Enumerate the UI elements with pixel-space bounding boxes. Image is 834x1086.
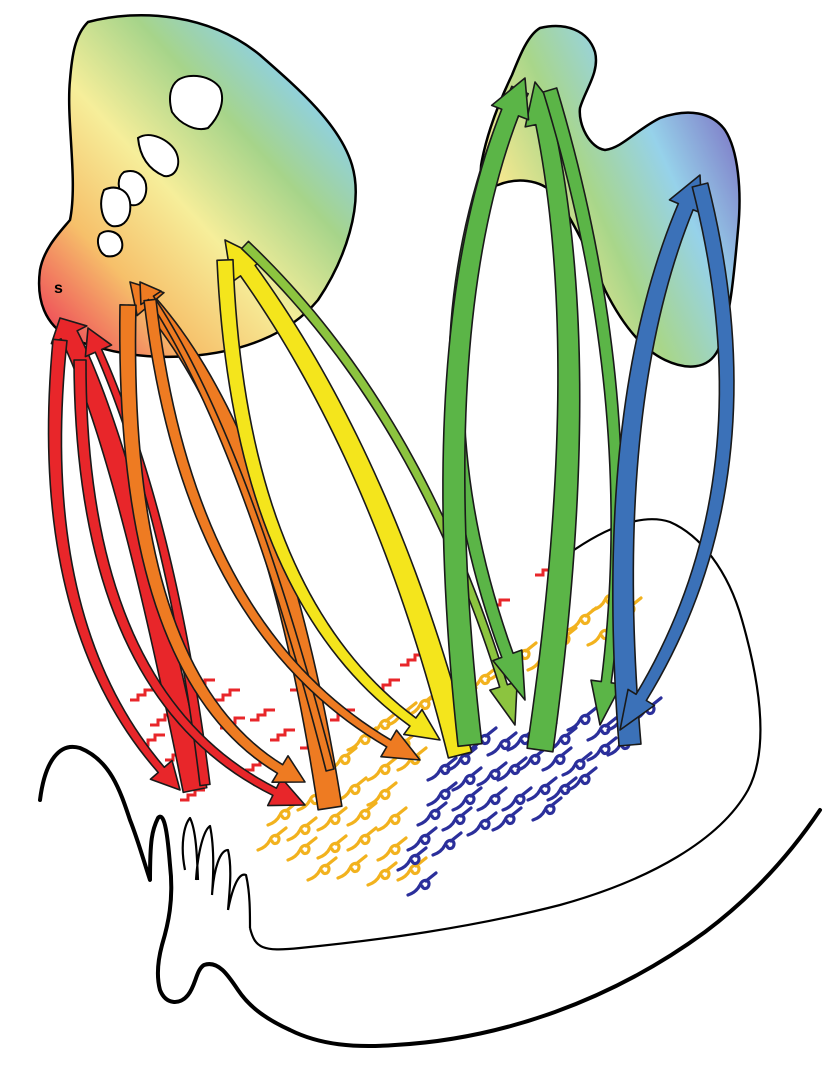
zigzag-symbol [250, 708, 275, 722]
orange-spiral-symbol [346, 801, 378, 827]
navy-spiral-symbol [586, 716, 618, 742]
nucleus-hole-1 [169, 74, 224, 130]
yellowgreen-arrow [240, 240, 518, 726]
navy-spiral-symbol [561, 751, 593, 777]
orange-spiral-symbol [336, 854, 368, 880]
pontine-region-outline [248, 518, 762, 951]
navy-spiral-symbol [501, 786, 533, 812]
zigzag-symbol [130, 688, 155, 702]
red-arrow-down-2 [73, 359, 306, 807]
orange-spiral-symbol [256, 826, 288, 852]
navy-spiral-symbol [466, 811, 498, 837]
orange-spiral-symbol [366, 781, 398, 807]
orange-spiral-symbol [366, 756, 398, 782]
orange-arrow-down [119, 304, 306, 783]
nucleus-hole-4 [100, 186, 132, 228]
yellow-arrow-down [216, 258, 441, 741]
navy-spiral-symbol [406, 826, 438, 852]
nucleus-label-s: s [54, 280, 63, 297]
orange-spiral-symbol [376, 836, 408, 862]
zigzag-symbol [215, 688, 240, 702]
orange-spiral-symbol [366, 861, 398, 887]
orange-spiral-symbol [266, 801, 298, 827]
zigzag-symbol [270, 728, 295, 742]
navy-spiral-symbol [416, 801, 448, 827]
orange-spiral-symbol [336, 776, 368, 802]
navy-spiral-symbol [546, 776, 578, 802]
brainstem-outline [38, 744, 822, 1049]
zigzag-symbol [400, 653, 425, 667]
green-arrow-down-2 [542, 87, 624, 726]
orange-spiral-symbol [286, 816, 318, 842]
navy-spiral-symbol [546, 726, 578, 752]
navy-spiral-symbol [526, 776, 558, 802]
green-arrow-up-1 [524, 81, 581, 753]
blue-arrow-up [612, 174, 703, 747]
orange-arrow-down-2 [143, 298, 421, 761]
navy-spiral-symbol [566, 766, 598, 792]
orange-spiral-symbol [346, 826, 378, 852]
orange-spiral-symbol [306, 856, 338, 882]
navy-spiral-symbol [541, 746, 573, 772]
orange-spiral-symbol [396, 856, 428, 882]
navy-spiral-symbol [426, 781, 458, 807]
nucleus-hole-2 [136, 134, 180, 178]
navy-spiral-symbol [491, 806, 523, 832]
navy-spiral-symbol [431, 831, 463, 857]
green-arrow-up-2 [442, 77, 530, 748]
navy-spiral-symbol [451, 766, 483, 792]
navy-spiral-symbol [396, 846, 428, 872]
orange-arrow-up-thin [139, 281, 335, 772]
navy-spiral-symbol [566, 706, 598, 732]
navy-spiral-symbol [406, 871, 438, 897]
navy-spiral-symbol [441, 806, 473, 832]
navy-spiral-symbol [531, 796, 563, 822]
orange-spiral-symbol [316, 806, 348, 832]
orange-spiral-symbol [376, 806, 408, 832]
navy-spiral-symbol [476, 786, 508, 812]
navy-spiral-symbol [486, 731, 518, 757]
orange-spiral-symbol [286, 836, 318, 862]
cerebellar-folia [181, 816, 252, 929]
blue-arrow-down [619, 182, 735, 731]
navy-spiral-symbol [466, 726, 498, 752]
navy-spiral-symbol [476, 761, 508, 787]
nucleus-hole-5 [97, 230, 124, 258]
navy-spiral-symbol [451, 786, 483, 812]
orange-spiral-symbol [566, 606, 598, 632]
navy-spiral-symbol [586, 736, 618, 762]
navy-spiral-symbol [426, 756, 458, 782]
red-arrow-down [47, 338, 181, 791]
orange-spiral-symbol [316, 834, 348, 860]
projection-arrow-group [47, 77, 735, 811]
navy-spiral-symbol [496, 756, 528, 782]
